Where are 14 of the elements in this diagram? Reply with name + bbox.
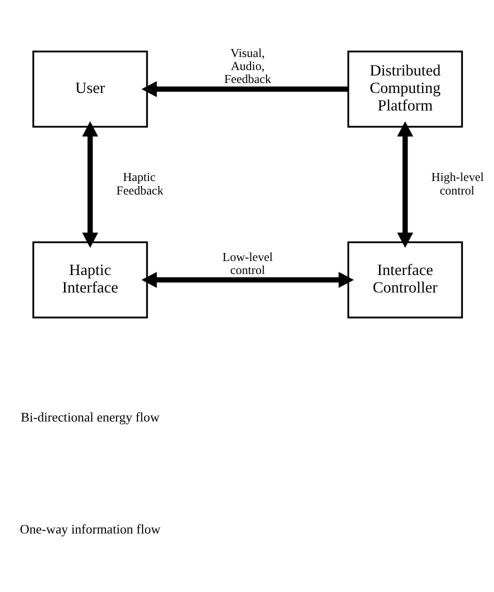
node-box: Interface Controller bbox=[347, 240, 463, 318]
arrow bbox=[142, 271, 354, 288]
node-box: Distributed Computing Platform bbox=[347, 50, 463, 128]
legend-label: One-way information flow bbox=[20, 521, 160, 536]
node-box: User bbox=[32, 50, 148, 128]
edge-label: High-level control bbox=[431, 170, 484, 197]
arrow bbox=[142, 80, 348, 97]
arrow bbox=[82, 120, 98, 248]
edge-label: Visual, Audio, Feedback bbox=[224, 45, 272, 86]
edge-label: Low-level control bbox=[222, 249, 273, 276]
edge-label: Haptic Feedback bbox=[116, 170, 164, 197]
node-box: Haptic Interface bbox=[32, 240, 148, 318]
arrow bbox=[397, 120, 414, 248]
legend-label: Bi-directional energy flow bbox=[20, 409, 160, 424]
